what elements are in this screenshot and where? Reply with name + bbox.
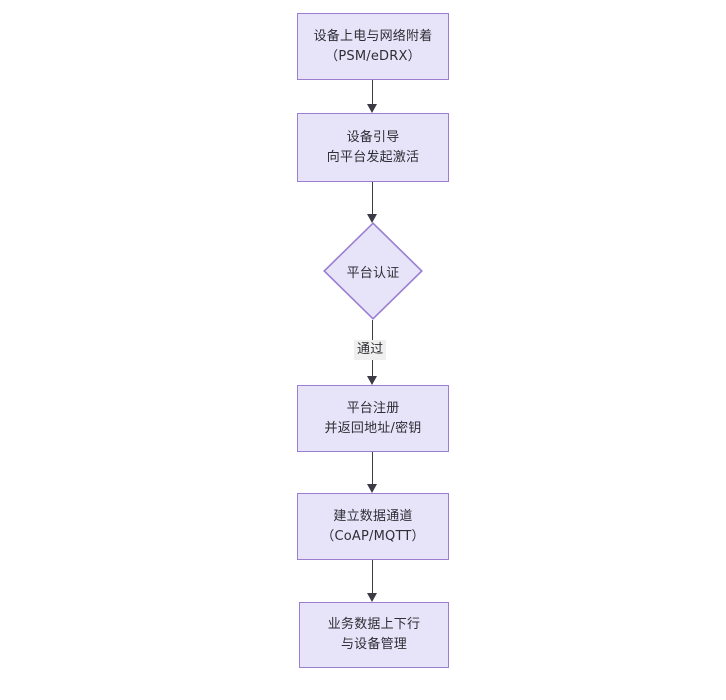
- flow-node-device-bootstrap-line2: 向平台发起激活: [326, 149, 420, 165]
- arrowhead-n1-n2: [367, 104, 377, 113]
- flow-node-device-bootstrap-line1: 设备引导: [346, 129, 400, 145]
- edge-label-pass: 通过: [354, 340, 387, 360]
- flow-node-device-power-on-line1: 设备上电与网络附着: [313, 28, 433, 44]
- connector-n5-n6: [372, 560, 374, 594]
- flow-node-device-power-on[interactable]: 设备上电与网络附着 （PSM/eDRX）: [297, 13, 449, 80]
- connector-n4-n5: [372, 452, 374, 485]
- flow-node-device-power-on-line2: （PSM/eDRX）: [325, 48, 421, 64]
- connector-n2-n3: [372, 182, 374, 215]
- arrowhead-n5-n6: [367, 593, 377, 602]
- flow-node-data-channel-line1: 建立数据通道: [333, 508, 413, 524]
- flow-node-platform-registration-line2: 并返回地址/密钥: [324, 420, 422, 436]
- arrowhead-n3-n4: [367, 376, 377, 385]
- flow-node-data-channel-line2: （CoAP/MQTT）: [321, 528, 425, 544]
- arrowhead-n2-n3: [367, 214, 377, 223]
- flow-node-platform-registration-line1: 平台注册: [346, 400, 400, 416]
- flow-node-device-bootstrap[interactable]: 设备引导 向平台发起激活: [297, 113, 449, 182]
- flow-node-business-data[interactable]: 业务数据上下行 与设备管理: [299, 602, 449, 668]
- connector-n1-n2: [372, 80, 374, 105]
- flow-node-data-channel[interactable]: 建立数据通道 （CoAP/MQTT）: [297, 493, 449, 560]
- flow-node-business-data-line2: 与设备管理: [340, 637, 407, 652]
- arrowhead-n4-n5: [367, 484, 377, 493]
- flow-node-business-data-line1: 业务数据上下行: [327, 617, 421, 632]
- flow-node-platform-registration[interactable]: 平台注册 并返回地址/密钥: [297, 385, 449, 452]
- diamond-shape-icon: [323, 222, 423, 320]
- flow-node-platform-auth-decision[interactable]: 平台认证: [323, 222, 423, 320]
- flow-node-platform-auth-label: 平台认证: [346, 265, 400, 281]
